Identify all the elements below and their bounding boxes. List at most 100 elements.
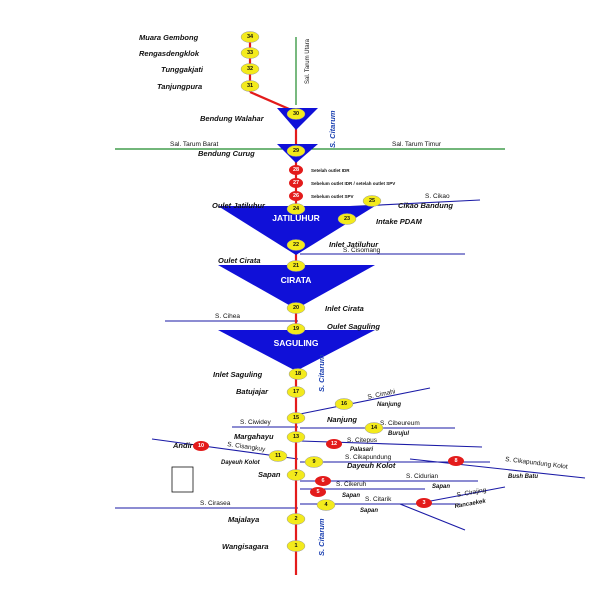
station-18[interactable]: 18 [288, 368, 308, 380]
station-30[interactable]: 30 [286, 108, 306, 120]
station-18-label: Inlet Saguling [213, 370, 263, 379]
tributary-cisomang-label: S. Cisomang [343, 247, 381, 254]
tributary-cikeruh-label: S. Cikeruh [336, 481, 367, 488]
station-21[interactable]: 21 [286, 260, 306, 272]
station-7-label: Sapan [258, 470, 281, 479]
station-22-label: Inlet Jatiluhur [329, 240, 379, 249]
station-27[interactable]: 27 [289, 178, 303, 188]
station-33-label: Rengasdengklok [139, 49, 200, 58]
station-29[interactable]: 29 [286, 145, 306, 157]
station-2-label: Majalaya [228, 515, 259, 524]
svg-text:3: 3 [422, 500, 425, 506]
svg-text:23: 23 [344, 216, 350, 222]
station-15-label: Nanjung [327, 415, 357, 424]
station-31[interactable]: 31 [240, 80, 260, 92]
station-9-label: Dayeuh Kolot [347, 461, 396, 470]
tributary-cikao-label: S. Cikao [425, 193, 450, 200]
station-7[interactable]: 7 [286, 469, 306, 481]
svg-text:2: 2 [294, 516, 297, 522]
river-label-lower: S. Citarum [317, 518, 326, 556]
reservoir-cirata [218, 265, 375, 309]
station-6[interactable]: 6 [315, 476, 331, 486]
station-22[interactable]: 22 [286, 239, 306, 251]
tributary-cikapundung-kolot [409, 458, 586, 479]
station-24-label: Oulet Jatiluhur [212, 201, 266, 210]
station-16-label: Nanjung [377, 402, 401, 408]
station-28-label: Setelah outlet IDR [311, 168, 350, 173]
station-2[interactable]: 2 [286, 513, 306, 525]
tributary-cidurian-label: S. Cidurian [406, 473, 439, 480]
station-23[interactable]: 23 [337, 213, 357, 225]
svg-text:6: 6 [321, 478, 324, 484]
svg-text:30: 30 [293, 111, 299, 117]
station-32[interactable]: 32 [240, 63, 260, 75]
station-3-label: Rancaekek [454, 499, 487, 510]
station-30-label: Bendung Walahar [200, 114, 265, 123]
station-21-label: Oulet Cirata [218, 256, 261, 265]
station-1[interactable]: 1 [286, 540, 306, 552]
station-31-label: Tanjungpura [157, 82, 202, 91]
station-4[interactable]: 4 [316, 499, 336, 511]
svg-text:5: 5 [316, 489, 319, 495]
svg-text:14: 14 [371, 425, 378, 431]
station-25[interactable]: 25 [362, 195, 382, 207]
station-24[interactable]: 24 [286, 203, 306, 215]
station-26[interactable]: 26 [289, 191, 303, 201]
svg-text:20: 20 [293, 305, 299, 311]
station-28[interactable]: 28 [289, 165, 303, 175]
svg-text:12: 12 [331, 441, 337, 447]
station-13[interactable]: 13 [286, 431, 306, 443]
station-11[interactable]: 11 [268, 450, 288, 462]
station-33[interactable]: 33 [240, 47, 260, 59]
svg-text:19: 19 [293, 326, 299, 332]
station-3[interactable]: 3 [416, 498, 432, 508]
svg-text:28: 28 [293, 167, 299, 173]
station-8[interactable]: 8 [448, 456, 464, 466]
tributary-cirajing-label: S. Cirajing [456, 487, 487, 499]
tributary-cikapundung-kolot-label: S. Cikapundung Kolot [505, 456, 568, 471]
station-16[interactable]: 16 [334, 398, 354, 410]
tributary-ciwidey-label: S. Ciwidey [240, 419, 271, 426]
station-17[interactable]: 17 [286, 386, 306, 398]
station-6-label: Sapan [432, 484, 450, 490]
station-23-label: Intake PDAM [376, 217, 423, 226]
station-15[interactable]: 15 [286, 412, 306, 424]
svg-text:7: 7 [294, 472, 297, 478]
reservoir-saguling [218, 330, 375, 371]
station-4-label: Sapan [360, 508, 378, 514]
station-34-label: Muara Gembong [139, 33, 199, 42]
river-label-upper: S. Citarum [328, 110, 337, 148]
svg-text:1: 1 [294, 543, 297, 549]
station-9[interactable]: 9 [304, 456, 324, 468]
station-5[interactable]: 5 [310, 487, 326, 497]
reservoir-saguling-label: SAGULING [274, 338, 319, 348]
reservoir-jatiluhur-label: JATILUHUR [272, 213, 320, 223]
station-19[interactable]: 19 [286, 323, 306, 335]
station-20[interactable]: 20 [286, 302, 306, 314]
svg-text:26: 26 [293, 193, 299, 199]
tributary-cimahi [299, 387, 431, 415]
svg-text:9: 9 [312, 459, 315, 465]
station-10-label: Andir [172, 441, 194, 450]
svg-text:33: 33 [247, 50, 253, 56]
station-26-label: Sebelum outlet SPV [311, 194, 354, 199]
svg-text:8: 8 [454, 458, 457, 464]
svg-text:4: 4 [324, 502, 328, 508]
station-34[interactable]: 34 [240, 31, 260, 43]
station-19-label: Oulet Saguling [327, 322, 380, 331]
tributary-cirasea-label: S. Cirasea [200, 500, 231, 507]
svg-text:21: 21 [293, 263, 299, 269]
svg-text:27: 27 [293, 180, 299, 186]
svg-text:18: 18 [295, 371, 301, 377]
station-12[interactable]: 12 [326, 439, 342, 449]
station-11-label: Dayeuh Kolot [221, 460, 261, 466]
station-14[interactable]: 14 [364, 422, 384, 434]
station-29-label: Bendung Curug [198, 149, 255, 158]
svg-text:31: 31 [247, 83, 253, 89]
svg-text:25: 25 [369, 198, 375, 204]
svg-text:34: 34 [247, 34, 254, 40]
station-10[interactable]: 10 [193, 441, 209, 451]
station-27-label: Sebelum outlet IDR / setelah outlet SPV [311, 181, 395, 186]
legend-box [171, 466, 194, 493]
